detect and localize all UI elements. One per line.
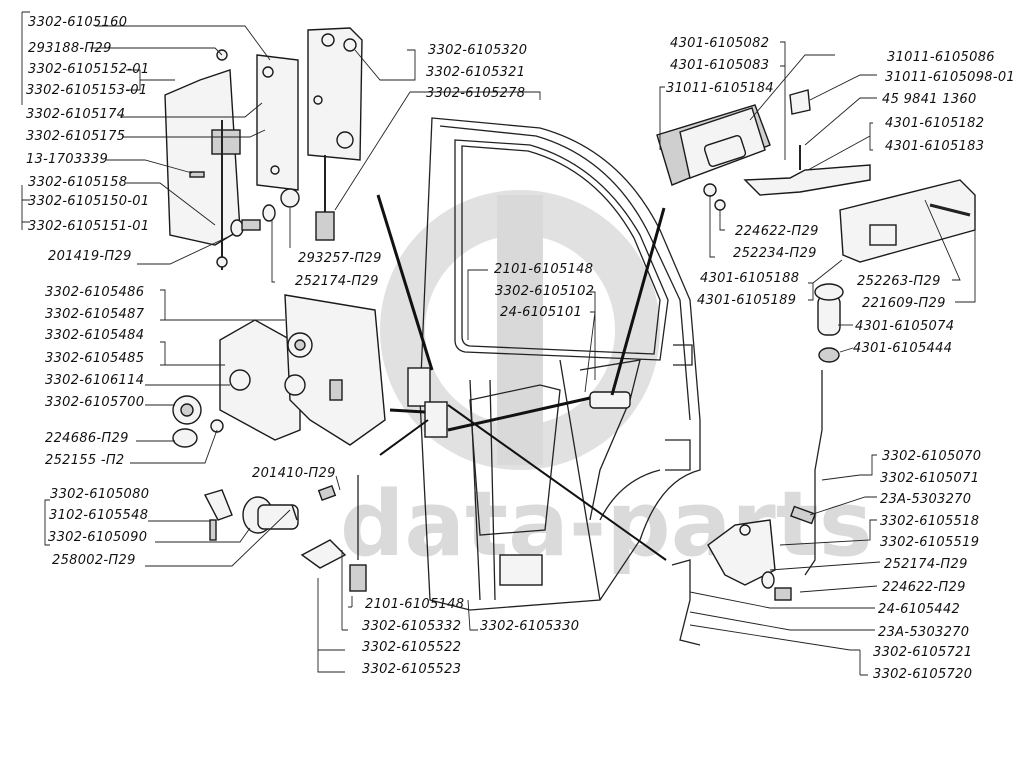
pointer-line [376,194,434,371]
part-label: 224622-П29 [735,224,819,239]
part-label: 3302-6105070 [882,449,981,464]
label-group-striker: 3302-6105320 3302-6105321 3302-6105278 [426,43,527,101]
part-label: 31011-6105184 [666,81,774,96]
part-label: 4301-6105188 [700,271,799,286]
part-label: 45 9841 1360 [882,92,977,107]
part-label: 3302-6105150-01 [28,194,149,209]
part-label: 3302-6105522 [362,640,461,655]
part-label: 3302-6105523 [362,662,461,677]
part-label: 3302-6105700 [45,395,144,410]
pointer-line [379,419,429,456]
part-label: 13-1703339 [26,152,108,167]
part-label: 3302-6105519 [880,535,979,550]
part-label: 4301-6105083 [670,58,769,73]
part-label: 3302-6105721 [873,645,972,660]
part-label: 3302-6105321 [426,65,525,80]
part-label: 252174-П29 [295,274,379,289]
label-group-rod: 201410-П29 2101-6105148 3302-6105332 330… [252,466,579,677]
part-label: 224622-П29 [882,580,966,595]
part-label: 252174-П29 [884,557,968,572]
watermark-logo [380,190,660,470]
part-label: 3302-6105175 [26,129,125,144]
label-group-inner-handle: 4301-6105082 4301-6105083 31011-6105184 … [666,36,1015,154]
label-group-key: 3302-6105080 3102-6105548 3302-6105090 2… [48,487,149,568]
part-label: 3302-6105158 [28,175,127,190]
part-label: 3302-6105330 [480,619,579,634]
upper-hinge [164,49,300,270]
inner-handle [656,89,976,363]
part-label: 3302-6105153-01 [26,83,147,98]
part-label: 252155 -П2 [45,453,125,468]
part-label: 3302-6105080 [50,487,149,502]
part-label: 4301-6105182 [885,116,984,131]
part-label: 2101-6105148 [365,597,464,612]
part-label: 3102-6105548 [49,508,148,523]
part-label: 4301-6105444 [853,341,952,356]
part-label: 3302-6105151-01 [28,219,149,234]
part-label: 258002-П29 [52,553,136,568]
watermark-text: data-parts [340,472,872,577]
part-label: 3302-6105090 [48,530,147,545]
label-group-door: 2101-6105148 3302-6105102 24-6105101 [494,262,594,320]
part-label: 31011-6105098-01 [885,70,1015,85]
part-label: 224686-П29 [45,431,129,446]
part-label: 4301-6105074 [855,319,954,334]
part-label: 3302-6105486 [45,285,144,300]
part-label: 3302-6105485 [45,351,144,366]
part-label: 252263-П29 [857,274,941,289]
label-group-hinge: 3302-6105160 293188-П29 3302-6105152-01 … [26,15,382,289]
part-label: 3302-6105174 [26,107,125,122]
label-group-remote: 3302-6105070 3302-6105071 23А-5303270 33… [873,449,981,682]
part-label: 23А-5303270 [880,492,971,507]
part-label: 3302-6105152-01 [28,62,149,77]
lock-assembly [172,294,386,448]
part-label: 3302-6105332 [362,619,461,634]
part-label: 3302-6105320 [428,43,527,58]
part-label: 23А-5303270 [878,625,969,640]
part-label: 2101-6105148 [494,262,593,277]
part-label: 3302-6105071 [880,471,979,486]
part-label: 4301-6105082 [670,36,769,51]
key-cylinder [203,475,367,592]
door-frame [419,117,701,611]
part-label: 221609-П29 [862,296,946,311]
part-label: 3302-6105102 [495,284,594,299]
striker-plate [307,27,363,241]
part-label: 3302-6105160 [28,15,127,30]
part-label: 3302-6105518 [880,514,979,529]
part-label: 31011-6105086 [887,50,995,65]
part-label: 201410-П29 [252,466,336,481]
label-group-lock: 3302-6105486 3302-6105487 3302-6105484 3… [45,285,145,468]
part-label: 24-6105101 [500,305,582,320]
part-label: 293188-П29 [28,41,112,56]
part-label: 3302-6105484 [45,328,144,343]
part-label: 3302-6105278 [426,86,525,101]
part-label: 4301-6105189 [697,293,796,308]
part-label: 24-6105442 [878,602,960,617]
pointer-line [447,404,667,561]
leader-lines [21,11,976,676]
part-label: 4301-6105183 [885,139,984,154]
part-label: 3302-6105487 [45,307,145,322]
part-label: 3302-6105720 [873,667,972,682]
label-group-inner-handle-lower: 224622-П29 252234-П29 4301-6105188 4301-… [697,224,954,356]
part-label: 3302-6106114 [45,373,144,388]
part-label: 201419-П29 [48,249,132,264]
pointer-line [389,408,426,414]
part-label: 293257-П29 [298,251,382,266]
door-latch [407,367,631,438]
pointer-line [610,207,666,396]
part-label: 252234-П29 [733,246,817,261]
